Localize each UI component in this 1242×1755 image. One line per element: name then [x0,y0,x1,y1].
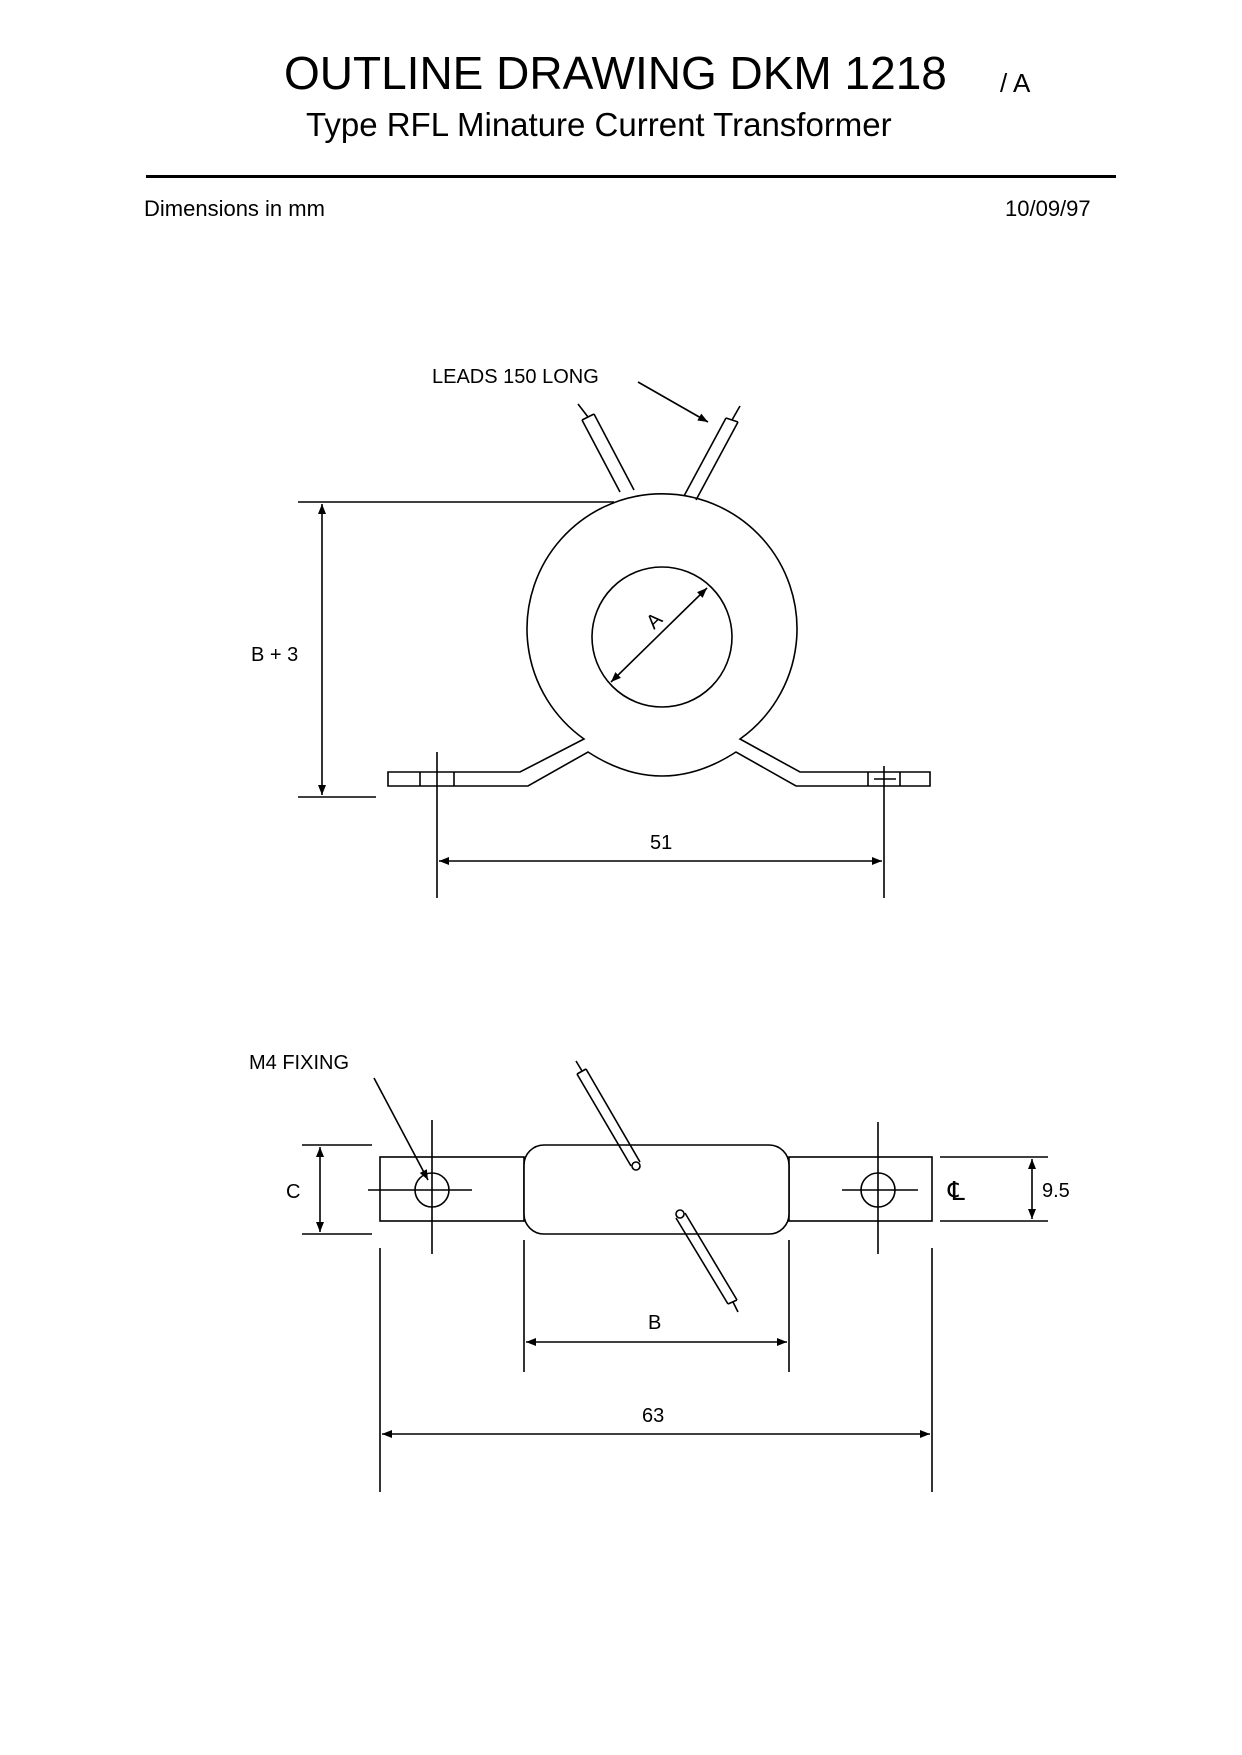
leads-leader [637,381,709,423]
front-view [298,381,931,898]
lead-wire-left [577,403,635,493]
transformer-body [523,1144,790,1235]
fixing-leader [373,1077,429,1181]
foot-width-dimension-label: 9.5 [1042,1180,1070,1202]
lead-wire-right [683,405,741,501]
lead-wire-upper [575,1060,641,1171]
header-rule [146,175,1116,178]
hole-spacing-dimension-label: 51 [650,832,672,854]
overall-dimension-label: 63 [642,1405,664,1427]
toroid-body [387,493,931,787]
width-dimension-label: C [286,1181,300,1203]
page-subtitle: Type RFL Minature Current Transformer [306,106,892,143]
leads-label: LEADS 150 LONG [432,366,599,388]
bore-dimension-line [610,587,708,683]
page-title: OUTLINE DRAWING DKM 1218 [284,47,947,99]
body-dimension-label: B [648,1312,661,1334]
toroid-bore [591,566,733,708]
plan-view [302,1060,1048,1492]
units-note: Dimensions in mm [144,196,325,221]
fixing-foot-left [379,1156,525,1222]
height-dimension-label: B + 3 [251,644,298,666]
centerline-symbol: ℄ [947,1176,965,1206]
fixing-label: M4 FIXING [249,1052,349,1074]
revision-label: / A [1000,68,1031,98]
lead-wire-lower [675,1209,739,1313]
drawing-date: 10/09/97 [1005,196,1091,221]
